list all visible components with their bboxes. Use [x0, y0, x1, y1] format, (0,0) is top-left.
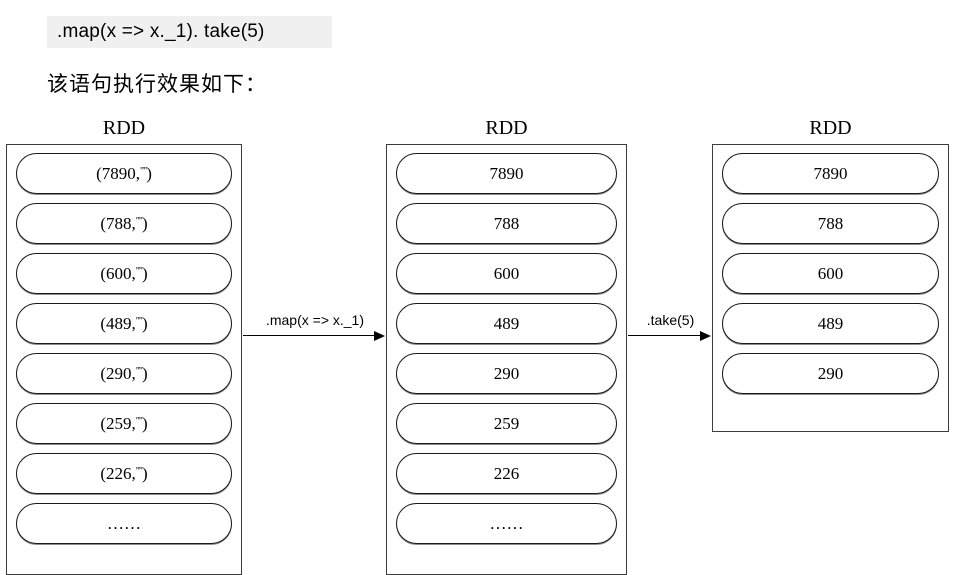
- rdd-cell-text: 290: [493, 363, 520, 383]
- rdd-cell: 259: [396, 403, 617, 444]
- take-arrow-head-icon: [700, 331, 711, 341]
- rdd-title-source: RDD: [102, 117, 146, 139]
- rdd-cell-text: 600: [493, 263, 520, 283]
- take-arrow-label: .take(5): [646, 312, 695, 328]
- rdd-cell: (489,""): [16, 303, 232, 344]
- rdd-cell: 7890: [396, 153, 617, 194]
- rdd-cell-text: 7890: [813, 163, 848, 183]
- rdd-cell-text: ……: [489, 513, 524, 533]
- rdd-cell-text: ……: [107, 513, 141, 533]
- rdd-cell: 489: [722, 303, 939, 344]
- rdd-cell-ellipsis: ……: [396, 503, 617, 544]
- rdd-cell: 489: [396, 303, 617, 344]
- rdd-cell-text: 259: [493, 413, 520, 433]
- rdd-cell-text: 290: [817, 363, 844, 383]
- rdd-cell-text: (259,""): [100, 413, 148, 433]
- caption-text: 该语句执行效果如下：: [47, 72, 267, 96]
- rdd-title-mapped: RDD: [485, 117, 528, 139]
- rdd-cell-text: 7890: [489, 163, 524, 183]
- rdd-partition-box-mapped: 7890 788 600 489 290 259 226 ……: [386, 144, 627, 575]
- rdd-title-taken: RDD: [809, 117, 852, 139]
- rdd-cell: (290,""): [16, 353, 232, 394]
- take-arrow: .take(5): [628, 300, 713, 342]
- rdd-cell-text: (226,""): [100, 463, 148, 483]
- code-snippet-banner: .map(x => x._1). take(5): [47, 16, 332, 48]
- rdd-cell: (226,""): [16, 453, 232, 494]
- rdd-cell: 7890: [722, 153, 939, 194]
- rdd-cell-text: (7890,""): [96, 163, 152, 183]
- rdd-cell: 290: [396, 353, 617, 394]
- take-arrow-line: [628, 335, 702, 336]
- rdd-cell-ellipsis: ……: [16, 503, 232, 544]
- rdd-cell-text: 226: [493, 463, 520, 483]
- rdd-cell-text: 788: [817, 213, 844, 233]
- map-arrow-head-icon: [374, 331, 385, 341]
- rdd-cell: 290: [722, 353, 939, 394]
- rdd-cell-text: (600,""): [100, 263, 148, 283]
- rdd-partition-box-taken: 7890 788 600 489 290: [712, 144, 949, 432]
- rdd-cell: 600: [722, 253, 939, 294]
- rdd-cell: (600,""): [16, 253, 232, 294]
- rdd-partition-box-source: (7890,"") (788,"") (600,"") (489,"") (29…: [6, 144, 242, 575]
- rdd-cell-text: (788,""): [100, 213, 148, 233]
- map-arrow-line: [243, 335, 376, 336]
- map-arrow-label: .map(x => x._1): [265, 312, 365, 328]
- rdd-cell-text: 489: [817, 313, 844, 333]
- rdd-cell: 788: [396, 203, 617, 244]
- code-snippet-text: .map(x => x._1). take(5): [57, 21, 265, 42]
- rdd-cell: 600: [396, 253, 617, 294]
- rdd-cell-text: 489: [493, 313, 520, 333]
- rdd-cell: (788,""): [16, 203, 232, 244]
- rdd-cell-text: 788: [493, 213, 520, 233]
- rdd-cell-text: 600: [817, 263, 844, 283]
- rdd-cell-text: (489,""): [100, 313, 148, 333]
- rdd-cell: 226: [396, 453, 617, 494]
- rdd-cell: (7890,""): [16, 153, 232, 194]
- map-arrow: .map(x => x._1): [243, 300, 387, 342]
- rdd-cell: (259,""): [16, 403, 232, 444]
- rdd-cell-text: (290,""): [100, 363, 148, 383]
- rdd-cell: 788: [722, 203, 939, 244]
